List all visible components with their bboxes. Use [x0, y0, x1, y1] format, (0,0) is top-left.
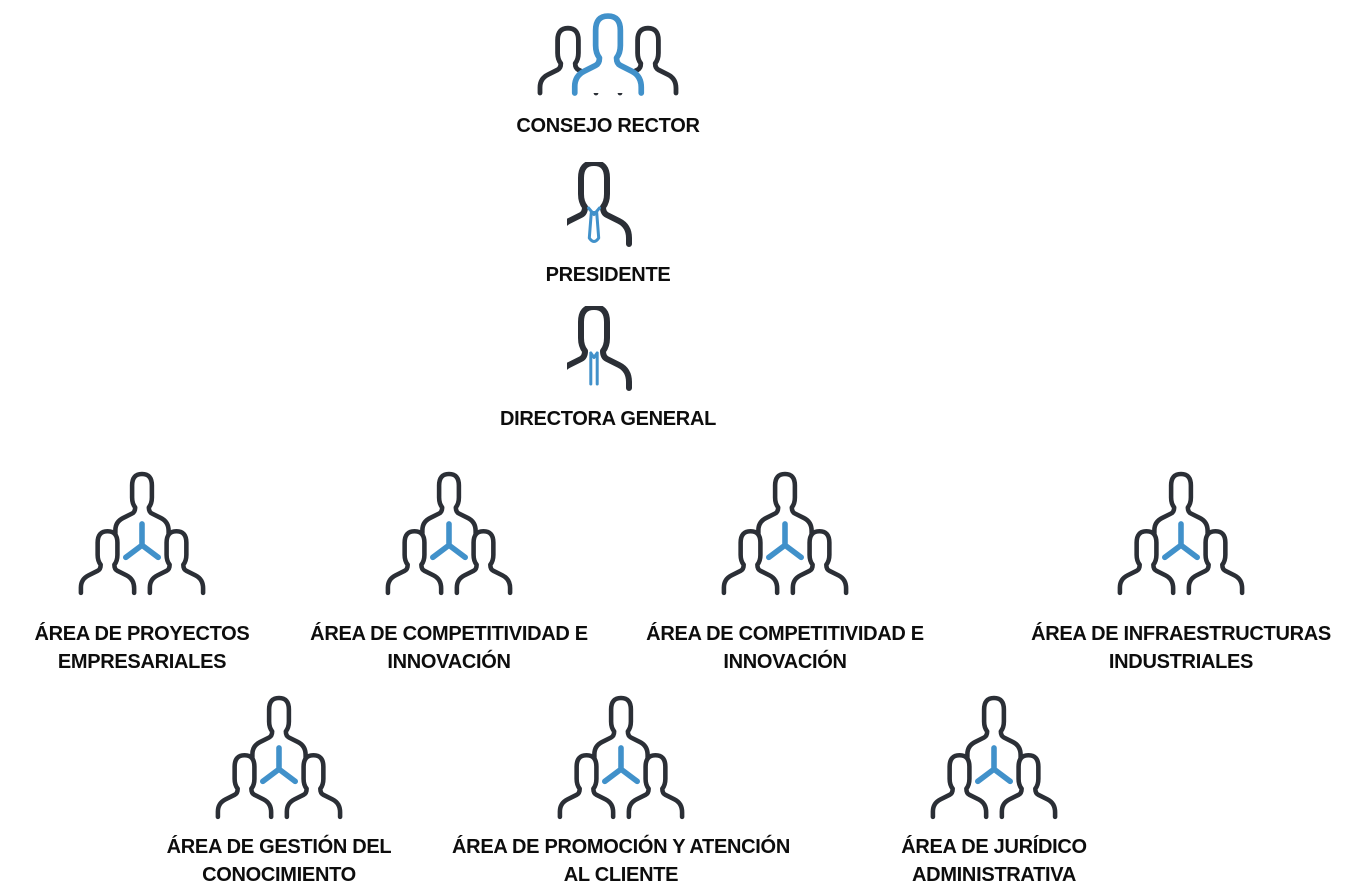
org-node-label: ÁREA DE PROMOCIÓN Y ATENCIÓN AL CLIENTE: [441, 833, 801, 889]
team-icon: [712, 464, 858, 597]
label-line: DIRECTORA GENERAL: [499, 408, 717, 430]
person-tie-icon: [567, 162, 649, 254]
label-line: ÁREA DE INFRAESTRUCTURAS: [1031, 623, 1331, 645]
org-node-label: ÁREA DE GESTIÓN DEL CONOCIMIENTO: [99, 833, 459, 889]
label-line: INNOVACIÓN: [387, 651, 511, 673]
org-node-label: ÁREA DE COMPETITIVIDAD E INNOVACIÓN: [605, 620, 965, 676]
org-node-label: ÁREA DE JURÍDICO ADMINISTRATIVA: [814, 833, 1174, 889]
team-icon: [548, 688, 694, 821]
label-line: PRESIDENTE: [545, 264, 671, 286]
team-icon: [1108, 464, 1254, 597]
label-line: EMPRESARIALES: [57, 651, 227, 673]
label-line: CONSEJO RECTOR: [516, 115, 700, 137]
label-line: ÁREA DE JURÍDICO: [901, 836, 1087, 858]
council-group-icon: [523, 3, 693, 103]
org-node-area-gestion-conocimiento: [206, 688, 352, 826]
org-node-area-juridico-administrativa: [921, 688, 1067, 826]
org-node-label: ÁREA DE PROYECTOS EMPRESARIALES: [0, 620, 322, 676]
org-node-area-infraestructuras-industriales: [1108, 464, 1254, 602]
label-line: ÁREA DE GESTIÓN DEL: [166, 836, 392, 858]
org-node-directora-general: [567, 306, 649, 403]
label-line: ÁREA DE COMPETITIVIDAD E: [646, 623, 924, 645]
org-node-consejo-rector: [523, 3, 693, 108]
org-node-label: CONSEJO RECTOR: [428, 112, 788, 140]
org-node-area-competitividad-innovacion-1: [376, 464, 522, 602]
label-line: CONOCIMIENTO: [202, 864, 356, 886]
org-node-label: ÁREA DE COMPETITIVIDAD E INNOVACIÓN: [269, 620, 629, 676]
label-line: ADMINISTRATIVA: [912, 864, 1076, 886]
team-icon: [921, 688, 1067, 821]
label-line: ÁREA DE PROMOCIÓN Y ATENCIÓN: [452, 836, 790, 858]
label-line: INNOVACIÓN: [723, 651, 847, 673]
label-line: AL CLIENTE: [563, 864, 679, 886]
org-node-area-promocion-atencion-cliente: [548, 688, 694, 826]
org-node-label: DIRECTORA GENERAL: [428, 405, 788, 433]
team-icon: [376, 464, 522, 597]
org-node-label: ÁREA DE INFRAESTRUCTURAS INDUSTRIALES: [1001, 620, 1361, 676]
team-icon: [69, 464, 215, 597]
label-line: INDUSTRIALES: [1108, 651, 1254, 673]
team-icon: [206, 688, 352, 821]
org-node-area-proyectos-empresariales: [69, 464, 215, 602]
org-node-area-competitividad-innovacion-2: [712, 464, 858, 602]
org-node-label: PRESIDENTE: [428, 261, 788, 289]
label-line: ÁREA DE PROYECTOS: [34, 623, 250, 645]
org-node-presidente: [567, 162, 649, 259]
person-scarf-icon: [567, 306, 649, 398]
label-line: ÁREA DE COMPETITIVIDAD E: [310, 623, 588, 645]
